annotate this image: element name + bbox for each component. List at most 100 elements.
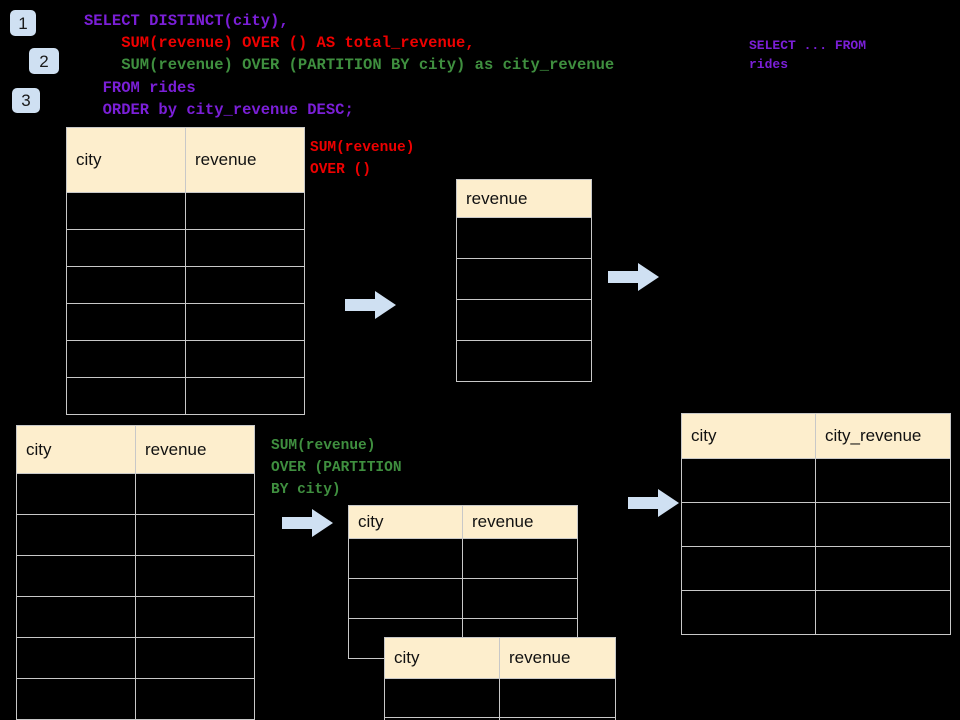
table-row xyxy=(66,229,305,267)
cell xyxy=(185,192,305,230)
sql-line-1: SELECT DISTINCT(city), xyxy=(84,12,289,30)
column-header-city: city xyxy=(16,425,136,474)
table-row xyxy=(16,514,255,556)
arrow-bottom-right xyxy=(628,489,679,517)
column-header-city: city xyxy=(66,127,186,193)
step-badge-3: 3 xyxy=(12,88,40,113)
table-row xyxy=(681,546,951,591)
table-row xyxy=(66,340,305,378)
cell xyxy=(462,538,578,579)
cell xyxy=(66,377,186,415)
cell xyxy=(681,590,816,635)
cell xyxy=(456,299,592,341)
table-row xyxy=(456,258,592,300)
sql-line-2: SUM(revenue) OVER () AS total_revenue, xyxy=(84,34,475,52)
cell xyxy=(456,340,592,382)
column-header-revenue: revenue xyxy=(462,505,578,539)
column-header-city: city xyxy=(681,413,816,459)
column-header-city: city xyxy=(384,637,500,679)
table-row xyxy=(16,678,255,720)
cell xyxy=(456,258,592,300)
table-header-row: revenue xyxy=(456,179,592,218)
cell xyxy=(135,678,255,720)
table-header-row: city city_revenue xyxy=(681,413,951,459)
cell xyxy=(135,473,255,515)
cell xyxy=(185,266,305,304)
cell xyxy=(16,514,136,556)
cell xyxy=(348,538,463,579)
table-row xyxy=(16,473,255,515)
table-row xyxy=(66,303,305,341)
column-header-city-revenue: city_revenue xyxy=(815,413,951,459)
cell xyxy=(185,229,305,267)
table-row xyxy=(66,377,305,415)
cell xyxy=(66,266,186,304)
cell xyxy=(16,637,136,679)
table-city-revenue-result: city city_revenue xyxy=(681,413,951,635)
annotation-sum-over-empty: SUM(revenue) OVER () xyxy=(310,140,415,178)
table-row xyxy=(16,555,255,597)
table-row xyxy=(456,299,592,341)
sql-line-4: FROM rides xyxy=(84,79,196,97)
arrow-bottom-left xyxy=(282,509,333,537)
table-header-row: city revenue xyxy=(66,127,305,193)
table-rides-source-top: city revenue xyxy=(66,127,305,415)
cell xyxy=(384,678,500,718)
cell xyxy=(815,590,951,635)
table-row xyxy=(681,458,951,503)
table-row xyxy=(66,266,305,304)
table-total-revenue: revenue xyxy=(456,179,592,382)
cell xyxy=(135,555,255,597)
table-row xyxy=(348,578,578,619)
cell xyxy=(16,596,136,638)
table-header-row: city revenue xyxy=(16,425,255,474)
cell xyxy=(815,502,951,547)
cell xyxy=(456,217,592,259)
table-row xyxy=(348,538,578,579)
arrow-top-left xyxy=(345,291,396,319)
arrow-top-right xyxy=(608,263,659,291)
cell xyxy=(135,514,255,556)
cell xyxy=(66,192,186,230)
cell xyxy=(185,340,305,378)
annotation-select-from: SELECT ... FROM rides xyxy=(749,38,867,72)
cell xyxy=(16,555,136,597)
column-header-revenue: revenue xyxy=(499,637,616,679)
sql-line-3: SUM(revenue) OVER (PARTITION BY city) as… xyxy=(84,56,615,74)
column-header-revenue: revenue xyxy=(135,425,255,474)
cell xyxy=(66,303,186,341)
column-header-revenue: revenue xyxy=(185,127,305,193)
table-row xyxy=(16,637,255,679)
cell xyxy=(499,717,616,720)
cell xyxy=(16,473,136,515)
cell xyxy=(66,229,186,267)
table-row xyxy=(681,590,951,635)
sql-line-5: ORDER by city_revenue DESC; xyxy=(84,101,354,119)
table-row xyxy=(681,502,951,547)
step-badge-1: 1 xyxy=(10,10,36,36)
column-header-city: city xyxy=(348,505,463,539)
table-row xyxy=(384,717,616,720)
table-partition-stack-front: city revenue xyxy=(384,637,616,720)
cell xyxy=(348,578,463,619)
cell xyxy=(681,546,816,591)
table-row xyxy=(16,596,255,638)
annotation-sum-over-partition: SUM(revenue) OVER (PARTITION BY city) xyxy=(271,438,402,498)
cell xyxy=(815,458,951,503)
cell xyxy=(66,340,186,378)
table-partition-stack-back: city revenue xyxy=(348,505,578,659)
cell xyxy=(681,502,816,547)
cell xyxy=(185,303,305,341)
cell xyxy=(681,458,816,503)
table-row xyxy=(456,340,592,382)
table-rides-source-bottom: city revenue xyxy=(16,425,255,720)
cell xyxy=(185,377,305,415)
table-header-row: city revenue xyxy=(348,505,578,539)
cell xyxy=(16,678,136,720)
cell xyxy=(462,578,578,619)
table-row xyxy=(384,678,616,718)
cell xyxy=(815,546,951,591)
table-row xyxy=(66,192,305,230)
cell xyxy=(135,637,255,679)
